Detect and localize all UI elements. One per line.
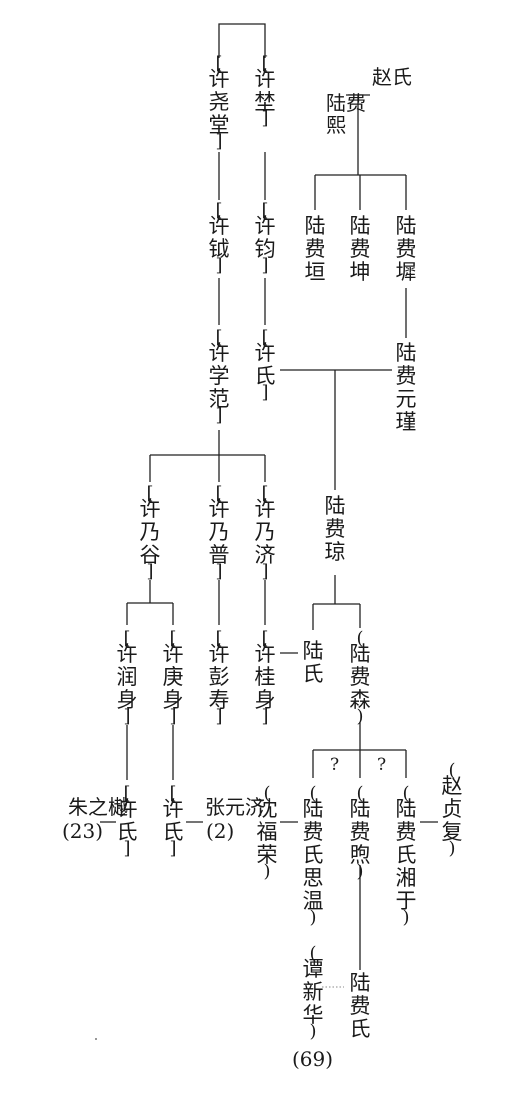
person-xu-yue: 许钺 <box>206 199 232 277</box>
ref-zhu: (23) <box>62 819 104 843</box>
person-xu-shi-runshen-daughter: 许氏 <box>114 782 140 860</box>
person-lu-feishi: 陆费氏 <box>349 971 371 1041</box>
decorative-dot <box>95 1038 97 1040</box>
person-zhao-shi: 赵氏 <box>372 65 412 89</box>
person-xu-naipu: 许乃普 <box>206 482 232 583</box>
person-xu-gengshen: 许庚身 <box>160 627 186 728</box>
person-shen-furong: 沈福荣 <box>254 782 280 883</box>
person-lu-feiwu: 陆费墀 <box>395 214 417 284</box>
person-xu-shi-daughter: 许氏 <box>252 326 278 404</box>
person-xu-runshen: 许润身 <box>114 627 140 728</box>
person-xu-yaotang: 许尧堂 <box>206 52 232 153</box>
person-xu-guishen: 许桂身 <box>252 627 278 728</box>
person-tan-xinhua: 谭新华 <box>300 942 326 1043</box>
person-lu-shi: 陆氏 <box>302 639 324 686</box>
person-xu-naigu: 许乃谷 <box>137 482 163 583</box>
person-zhao-zhenfu: 赵贞复 <box>439 759 465 860</box>
uncertain-mark-right: ? <box>377 755 387 775</box>
line-brothers-top <box>218 23 266 58</box>
person-xu-naiji: 许乃济 <box>252 482 278 583</box>
person-lu-feiqiong: 陆费琼 <box>324 494 346 564</box>
person-xu-pengshou: 许彭寿 <box>206 627 232 728</box>
uncertain-mark-left: ? <box>330 755 340 775</box>
person-xu-xuefan: 许学范 <box>206 326 232 427</box>
person-lu-fei-siwen: 陆费氏思温 <box>300 782 326 929</box>
ref-zhang: (2) <box>206 819 235 843</box>
person-xu-kui: 许埜 <box>252 52 278 130</box>
person-xu-shi-gengshen-daughter: 许氏 <box>160 782 186 860</box>
person-zhu-zhiqiao: 朱之樾 <box>68 795 128 819</box>
person-zhang-yuanji: 张元济 <box>205 795 265 819</box>
person-lu-feikun: 陆费坤 <box>349 214 371 284</box>
person-lu-feixi: 陆费熙 <box>326 91 366 137</box>
person-lu-feiyuan: 陆费垣 <box>304 214 326 284</box>
person-xu-jun: 许钧 <box>252 199 278 277</box>
person-lu-feisen: 陆费森 <box>347 627 373 728</box>
person-lu-feiyuanjin: 陆费元瑾 <box>395 341 417 434</box>
ref-tan: (69) <box>292 1047 334 1071</box>
person-lu-feixu: 陆费煦 <box>347 782 373 883</box>
person-lu-fei-xiangyu: 陆费氏湘于 <box>393 782 419 929</box>
